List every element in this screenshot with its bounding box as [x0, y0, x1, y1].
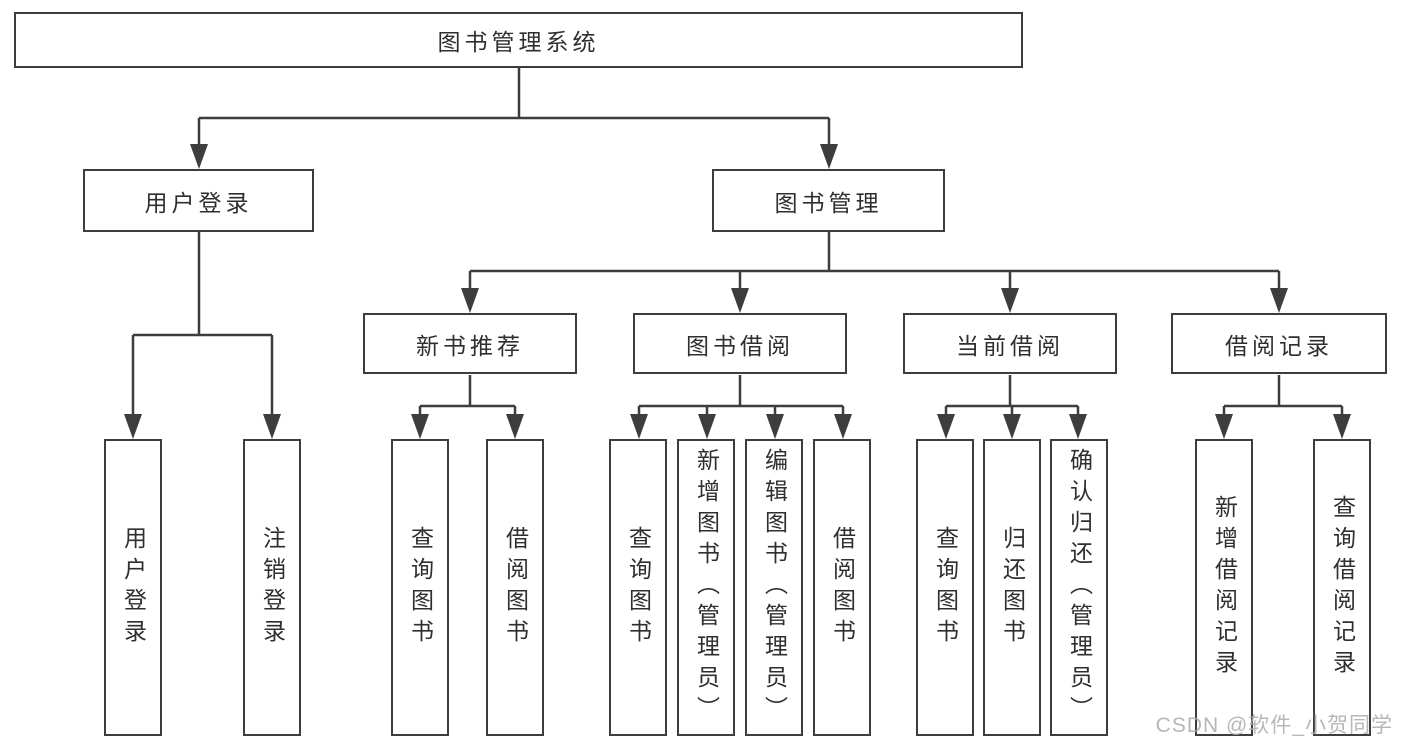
leaf-current-return-book-label: 归还图书: [999, 525, 1025, 650]
leaf-current-query-book: 查询图书: [916, 439, 974, 736]
connector-records-to-leaves: [1222, 375, 1344, 427]
node-book-management: 图书管理: [712, 169, 945, 232]
leaf-borrow-borrow-book: 借阅图书: [813, 439, 871, 736]
leaf-borrow-add-book-admin: 新增图书（管理员）: [677, 439, 735, 736]
leaf-records-add-record: 新增借阅记录: [1195, 439, 1253, 736]
leaf-newrec-borrow-book: 借阅图书: [486, 439, 544, 736]
connector-bookmgmt-to-level3: [468, 232, 1281, 301]
leaf-records-query-record: 查询借阅记录: [1313, 439, 1371, 736]
leaf-borrow-borrow-book-label: 借阅图书: [829, 525, 855, 650]
leaf-newrec-query-book: 查询图书: [391, 439, 449, 736]
leaf-logout: 注销登录: [243, 439, 301, 736]
connector-newrec-to-leaves: [418, 375, 517, 427]
connector-root-to-level2: [197, 68, 831, 157]
leaf-current-return-book: 归还图书: [983, 439, 1041, 736]
leaf-user-login: 用户登录: [104, 439, 162, 736]
node-root-label: 图书管理系统: [437, 29, 600, 55]
node-root: 图书管理系统: [14, 12, 1023, 68]
leaf-borrow-edit-book-admin-label: 编辑图书（管理员）: [761, 448, 787, 727]
node-user-login: 用户登录: [83, 169, 314, 232]
leaf-logout-label: 注销登录: [259, 525, 285, 650]
node-borrow-records: 借阅记录: [1171, 313, 1387, 374]
leaf-newrec-query-book-label: 查询图书: [407, 525, 433, 650]
leaf-current-confirm-return-admin: 确认归还（管理员）: [1050, 439, 1108, 736]
leaf-current-query-book-label: 查询图书: [932, 525, 958, 650]
node-new-book-recommend-label: 新书推荐: [416, 332, 524, 359]
node-book-borrow: 图书借阅: [633, 313, 847, 374]
connector-userlogin-to-leaves: [131, 232, 274, 427]
node-user-login-label: 用户登录: [144, 189, 253, 216]
leaf-user-login-label: 用户登录: [120, 525, 146, 650]
connector-borrow-to-leaves: [637, 375, 845, 427]
node-borrow-records-label: 借阅记录: [1225, 332, 1333, 359]
node-new-book-recommend: 新书推荐: [363, 313, 577, 374]
watermark: CSDN @软件_小贺同学: [1155, 714, 1393, 737]
node-current-borrow: 当前借阅: [903, 313, 1117, 374]
leaf-records-add-record-label: 新增借阅记录: [1211, 494, 1237, 681]
leaf-borrow-edit-book-admin: 编辑图书（管理员）: [745, 439, 803, 736]
leaf-records-query-record-label: 查询借阅记录: [1329, 494, 1355, 681]
node-current-borrow-label: 当前借阅: [956, 332, 1064, 359]
leaf-borrow-add-book-admin-label: 新增图书（管理员）: [693, 448, 719, 727]
leaf-borrow-query-book: 查询图书: [609, 439, 667, 736]
leaf-current-confirm-return-admin-label: 确认归还（管理员）: [1066, 448, 1092, 727]
leaf-newrec-borrow-book-label: 借阅图书: [502, 525, 528, 650]
leaf-borrow-query-book-label: 查询图书: [625, 525, 651, 650]
node-book-borrow-label: 图书借阅: [686, 332, 794, 359]
node-book-management-label: 图书管理: [774, 189, 883, 216]
